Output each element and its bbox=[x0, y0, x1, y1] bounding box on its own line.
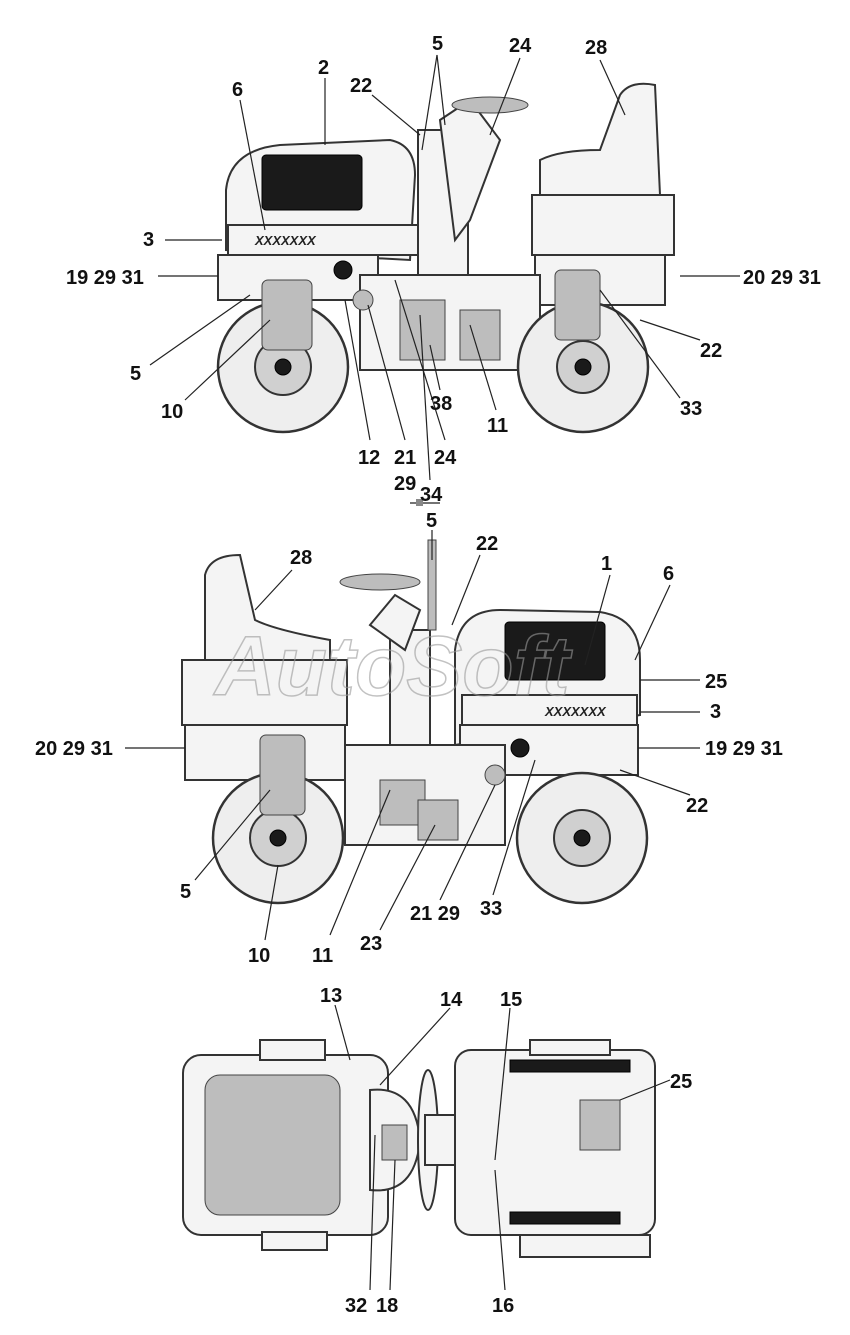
callout-28: 28 bbox=[585, 37, 607, 59]
leader-lines-upper bbox=[149, 54, 740, 506]
callout-11: 11 bbox=[312, 945, 333, 967]
callout-6: 6 bbox=[232, 79, 243, 101]
callout-15: 15 bbox=[500, 989, 522, 1011]
callout-5: 5 bbox=[130, 363, 141, 385]
callout-33: 33 bbox=[480, 898, 502, 920]
callout-23: 23 bbox=[360, 933, 382, 955]
callout-22: 22 bbox=[700, 340, 722, 362]
seat-top bbox=[204, 1074, 341, 1216]
top-view bbox=[182, 1039, 656, 1258]
callout-10: 10 bbox=[248, 945, 270, 967]
callout-16: 16 bbox=[492, 1295, 514, 1317]
watermark-logo: AutoSoft bbox=[213, 619, 573, 713]
callout-21-29: 21 29 bbox=[410, 903, 460, 925]
callout-14: 14 bbox=[440, 989, 463, 1011]
callout-22: 22 bbox=[350, 75, 372, 97]
side-view-upper: XXXXXXX bbox=[216, 82, 675, 434]
callouts-middle: 5 22 28 1 6 25 3 20 29 31 19 29 31 22 5 … bbox=[35, 510, 783, 967]
canopy-window bbox=[261, 154, 363, 211]
callout-24: 24 bbox=[434, 447, 457, 469]
callout-12: 12 bbox=[358, 447, 380, 469]
callout-21: 21 bbox=[394, 447, 416, 469]
side-view-middle: XXXXXXX bbox=[181, 539, 649, 905]
callout-10: 10 bbox=[161, 401, 183, 423]
callout-2: 2 bbox=[318, 57, 329, 79]
callout-18: 18 bbox=[376, 1295, 398, 1317]
canopy-window bbox=[504, 621, 606, 681]
steering-wheel bbox=[339, 573, 421, 591]
callout-5: 5 bbox=[180, 881, 191, 903]
callout-32: 32 bbox=[345, 1295, 367, 1317]
callout-20-29-31: 20 29 31 bbox=[743, 267, 821, 289]
decal-model-text: XXXXXXX bbox=[254, 233, 317, 248]
callout-28: 28 bbox=[290, 547, 312, 569]
callout-24: 24 bbox=[509, 35, 532, 57]
callout-29: 29 bbox=[394, 473, 416, 495]
callout-20-29-31: 20 29 31 bbox=[35, 738, 113, 760]
callout-34: 34 bbox=[420, 484, 443, 506]
callout-19-29-31: 19 29 31 bbox=[705, 738, 783, 760]
callout-6: 6 bbox=[663, 563, 674, 585]
callouts-upper: 5 24 28 2 22 6 3 19 29 31 20 29 31 5 22 … bbox=[66, 33, 821, 506]
callout-19-29-31: 19 29 31 bbox=[66, 267, 144, 289]
callout-25: 25 bbox=[705, 671, 727, 693]
callouts-top: 13 14 15 25 32 18 16 bbox=[320, 985, 692, 1317]
callout-25: 25 bbox=[670, 1071, 692, 1093]
callout-5: 5 bbox=[426, 510, 437, 532]
callout-13: 13 bbox=[320, 985, 342, 1007]
callout-22: 22 bbox=[476, 533, 498, 555]
leader-lines-top bbox=[334, 1004, 671, 1291]
callout-33: 33 bbox=[680, 398, 702, 420]
callout-11: 11 bbox=[487, 415, 508, 437]
callout-3: 3 bbox=[143, 229, 154, 251]
callout-38: 38 bbox=[430, 393, 452, 415]
decal-model-text: XXXXXXX bbox=[544, 704, 607, 719]
callout-3: 3 bbox=[710, 701, 721, 723]
callout-5: 5 bbox=[432, 33, 443, 55]
callout-1: 1 bbox=[601, 553, 612, 575]
steering-wheel bbox=[451, 96, 529, 114]
leader-lines-middle bbox=[125, 530, 700, 941]
callout-22: 22 bbox=[686, 795, 708, 817]
